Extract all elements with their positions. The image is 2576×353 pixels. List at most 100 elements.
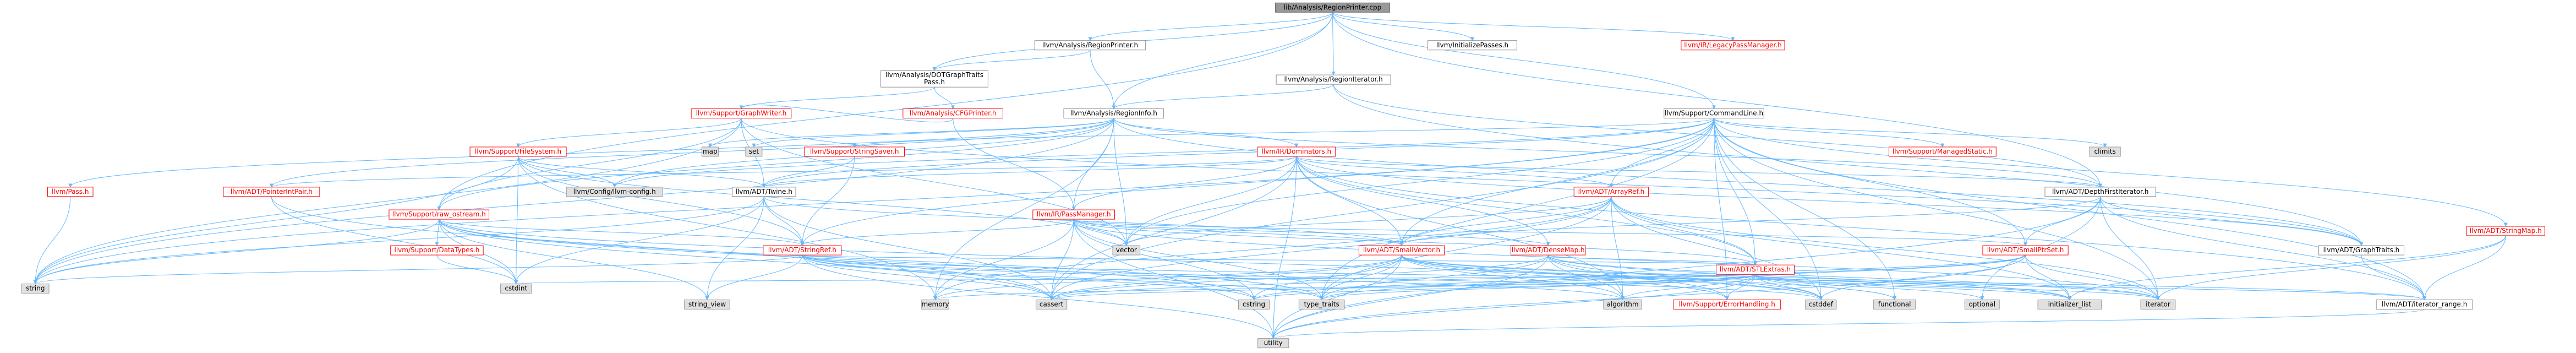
node-box xyxy=(390,245,484,256)
edge-smallptrset-to-init_list xyxy=(2025,255,2072,301)
edge-smallvector-to-cstddef xyxy=(1401,254,1823,301)
node-box xyxy=(1664,108,1764,119)
node-box xyxy=(880,70,988,88)
edge-cmdline-to-smallptrset xyxy=(1714,118,2028,246)
node-box xyxy=(2044,187,2156,197)
edge-arrayref-to-stlextras xyxy=(1611,196,1757,265)
node-vector: vector xyxy=(1112,245,1141,256)
edge-densemap-to-cassert xyxy=(1049,254,1549,301)
node-root[interactable]: lib/Analysis/RegionPrinter.cpp xyxy=(1275,2,1391,13)
edge-passmanager-to-stringref xyxy=(800,219,1074,246)
edge-stlextras-to-functional xyxy=(1755,274,1897,301)
node-stringref[interactable]: llvm/ADT/StringRef.h xyxy=(763,245,842,256)
edge-densemap-to-cstddef xyxy=(1547,254,1823,301)
edge-graphtraits-to-iterrange xyxy=(2361,255,2427,301)
edge-dotgraph-to-cfgprinter xyxy=(934,87,955,110)
node-regionprinter[interactable]: llvm/Analysis/RegionPrinter.h xyxy=(1034,40,1146,51)
node-legacypm[interactable]: llvm/IR/LegacyPassManager.h xyxy=(1681,40,1785,51)
edge-dfiter-to-graphtraits xyxy=(2100,196,2364,246)
node-initpasses[interactable]: llvm/InitializePasses.h xyxy=(1428,40,1517,51)
node-type_traits: type_traits xyxy=(1298,299,1345,309)
edge-cmdline-to-iterator xyxy=(1714,118,2160,301)
node-box xyxy=(1573,187,1649,197)
node-smallptrset[interactable]: llvm/ADT/SmallPtrSet.h xyxy=(1982,245,2069,256)
node-cstring: cstring xyxy=(1238,299,1270,309)
node-box xyxy=(1888,146,1997,157)
edge-stringref-to-algorithm xyxy=(802,254,1625,301)
edge-regioninfo-to-pass xyxy=(68,118,1114,188)
node-stringsaver[interactable]: llvm/Support/StringSaver.h xyxy=(804,146,905,157)
node-label: llvm/ADT/SmallVector.h xyxy=(1363,246,1440,254)
edge-cmdline-to-cassert xyxy=(1049,118,1715,301)
node-densemap[interactable]: llvm/ADT/DenseMap.h xyxy=(1510,245,1586,256)
node-optional: optional xyxy=(1964,299,2000,309)
edge-passmanager-to-smallvector xyxy=(1073,219,1404,246)
node-box xyxy=(469,146,567,157)
node-box xyxy=(745,146,763,157)
edge-dominators-to-twine xyxy=(762,156,1297,188)
node-box xyxy=(47,187,94,197)
node-label: string_view xyxy=(688,300,726,308)
edge-cmdline-to-stlextras xyxy=(1714,118,1757,265)
node-label: memory xyxy=(921,300,949,308)
node-datatypes[interactable]: llvm/Support/DataTypes.h xyxy=(390,245,484,256)
node-label: cstddef xyxy=(1809,300,1834,308)
edge-smallvector-to-memory xyxy=(933,254,1402,301)
node-arrayref[interactable]: llvm/ADT/ArrayRef.h xyxy=(1573,187,1649,197)
node-managedstatic[interactable]: llvm/Support/ManagedStatic.h xyxy=(1888,146,1997,157)
node-cstdint: cstdint xyxy=(500,283,532,294)
edge-regioninfo-to-memory xyxy=(933,118,1114,301)
node-pass[interactable]: llvm/Pass.h xyxy=(47,187,94,197)
node-cfgprinter[interactable]: llvm/Analysis/CFGPrinter.h xyxy=(903,108,1003,119)
node-label: climits xyxy=(2094,148,2115,155)
node-regioniter[interactable]: llvm/Analysis/RegionIterator.h xyxy=(1276,74,1391,85)
node-iterrange[interactable]: llvm/ADT/iterator_range.h xyxy=(2376,299,2473,309)
edge-root-to-initpasses xyxy=(1332,12,1474,41)
node-ptrintpair[interactable]: llvm/ADT/PointerIntPair.h xyxy=(223,187,320,197)
node-smallvector[interactable]: llvm/ADT/SmallVector.h xyxy=(1358,245,1445,256)
node-box xyxy=(1275,2,1391,13)
edge-filesystem-to-cstdint xyxy=(514,156,519,285)
node-dfiter[interactable]: llvm/ADT/DepthFirstIterator.h xyxy=(2044,187,2156,197)
node-graphwriter[interactable]: llvm/Support/GraphWriter.h xyxy=(691,108,792,119)
node-box xyxy=(2089,146,2121,157)
node-errorhandling[interactable]: llvm/Support/ErrorHandling.h xyxy=(1673,299,1781,309)
node-box xyxy=(566,187,663,197)
node-stringmap[interactable]: llvm/ADT/StringMap.h xyxy=(2466,226,2545,236)
node-label: vector xyxy=(1116,246,1137,254)
node-box xyxy=(731,187,796,197)
edge-stlextras-to-cstddef xyxy=(1755,274,1823,301)
edge-stlextras-to-cstring xyxy=(1252,274,1755,301)
node-graphtraits[interactable]: llvm/ADT/GraphTraits.h xyxy=(2318,245,2405,256)
node-cmdline[interactable]: llvm/Support/CommandLine.h xyxy=(1664,108,1764,119)
node-label: llvm/ADT/DenseMap.h xyxy=(1512,246,1585,254)
node-passmanager[interactable]: llvm/IR/PassManager.h xyxy=(1032,209,1115,220)
node-box xyxy=(921,299,949,309)
node-dominators[interactable]: llvm/IR/Dominators.h xyxy=(1257,146,1336,157)
node-box xyxy=(1873,299,1916,309)
node-box xyxy=(1673,299,1781,309)
node-twine[interactable]: llvm/ADT/Twine.h xyxy=(731,187,796,197)
edge-iterrange-to-utility xyxy=(1271,308,2425,339)
node-regioninfo[interactable]: llvm/Analysis/RegionInfo.h xyxy=(1063,108,1164,119)
edge-stlextras-to-utility xyxy=(1271,274,1755,339)
edge-root-to-rawostream xyxy=(437,12,1333,210)
node-stlextras[interactable]: llvm/ADT/STLExtras.h xyxy=(1716,264,1795,275)
node-label: llvm/Support/GraphWriter.h xyxy=(696,110,787,117)
node-box xyxy=(2318,245,2405,256)
node-label: llvm/ADT/PointerIntPair.h xyxy=(231,188,313,195)
edge-dominators-to-passmanager xyxy=(1071,156,1297,210)
node-filesystem[interactable]: llvm/Support/FileSystem.h xyxy=(469,146,567,157)
node-label: iterator xyxy=(2146,300,2170,308)
edge-dominators-to-stlextras xyxy=(1296,156,1757,265)
edge-rawostream-to-type_traits xyxy=(439,219,1324,301)
node-label: set xyxy=(749,148,759,155)
node-rawostream[interactable]: llvm/Support/raw_ostream.h xyxy=(389,209,490,220)
edge-root-to-regioniter xyxy=(1331,12,1336,75)
edge-arrayref-to-cstddef xyxy=(1611,196,1823,301)
node-label: llvm/ADT/StringMap.h xyxy=(2470,227,2542,235)
edge-regioniter-to-graphtraits xyxy=(1333,84,2364,246)
node-box xyxy=(1036,299,1068,309)
